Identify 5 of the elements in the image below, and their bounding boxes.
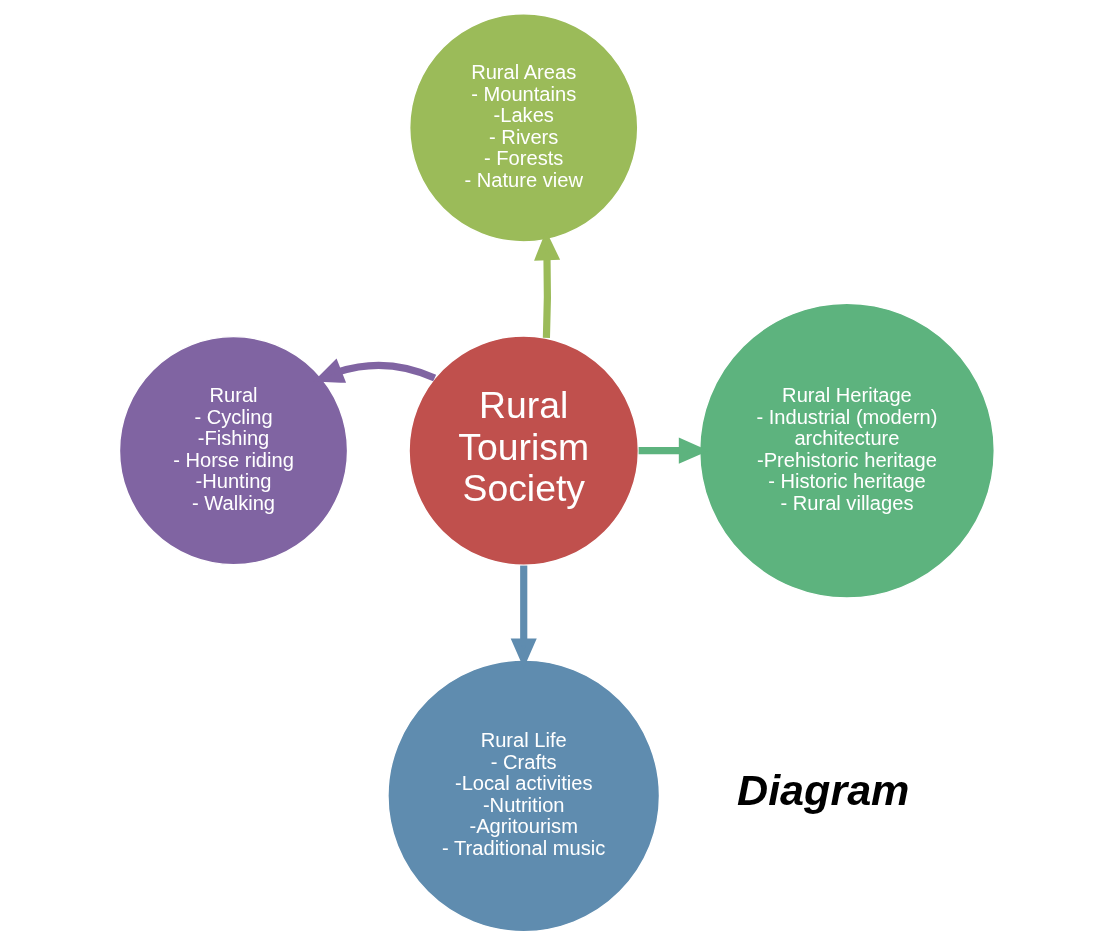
node-circle: Rural Areas - Mountains -Lakes - Rivers - Forests - Nature view	[408, 13, 638, 243]
label: Diagram	[736, 766, 909, 815]
node-circle: Rural Life - Crafts -Local activities -Nutrition -Agritourism - Traditional music	[386, 659, 660, 933]
node-circle: Rural Heritage - Industrial (modern) architecture -Prehistoric heritage - Historic heritage - Rural villages	[698, 302, 995, 599]
node-circle: Rural Tourism Society	[407, 335, 639, 566]
